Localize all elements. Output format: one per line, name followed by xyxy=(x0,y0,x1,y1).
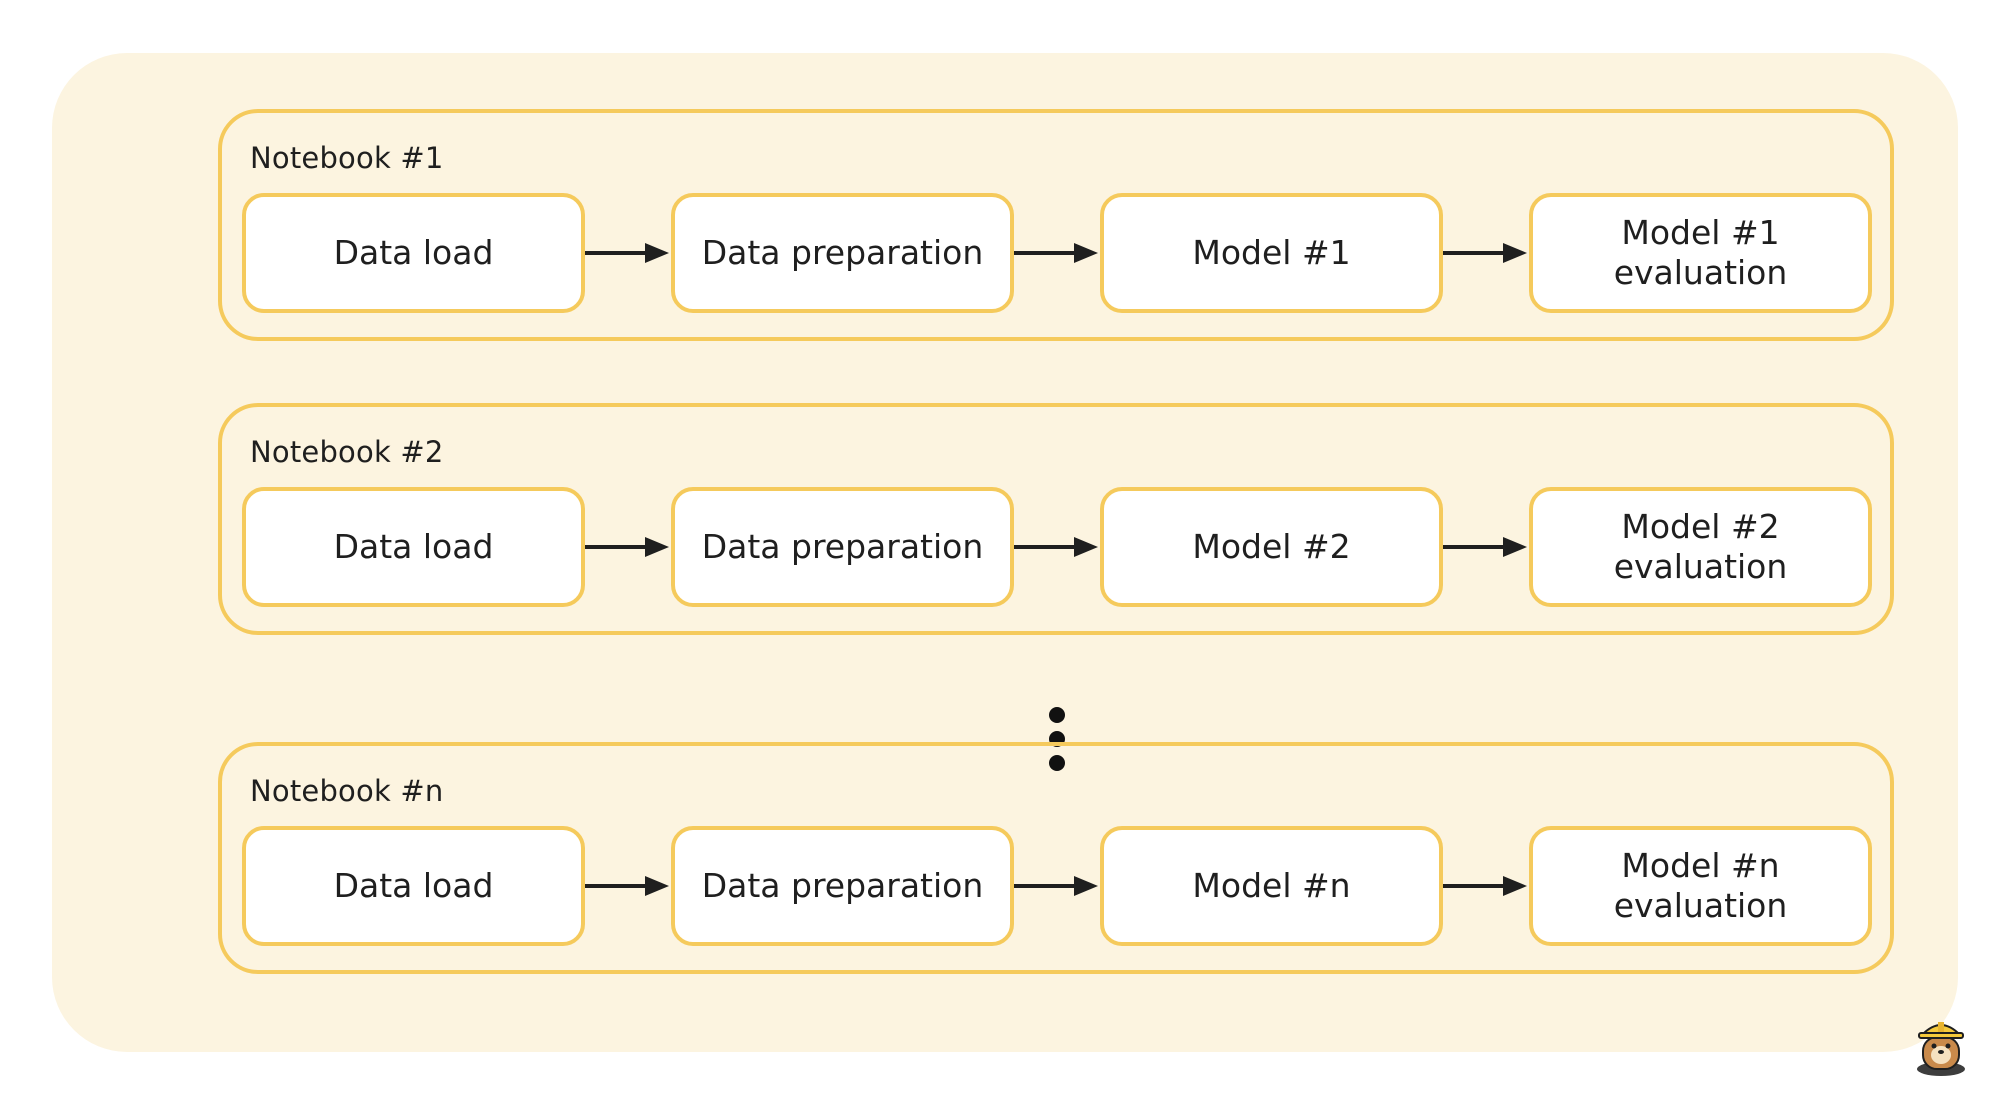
step-data-load: Data load xyxy=(242,487,585,607)
arrow-icon xyxy=(1443,243,1527,263)
step-model-evaluation: Model #2 evaluation xyxy=(1529,487,1872,607)
step-data-load: Data load xyxy=(242,826,585,946)
step-model: Model #n xyxy=(1100,826,1443,946)
step-model-evaluation: Model #n evaluation xyxy=(1529,826,1872,946)
step-data-preparation: Data preparation xyxy=(671,826,1014,946)
arrow-icon xyxy=(585,876,669,896)
arrow-icon xyxy=(1443,876,1527,896)
step-model-evaluation: Model #1 evaluation xyxy=(1529,193,1872,313)
notebook-title: Notebook #n xyxy=(250,774,444,808)
arrow-icon xyxy=(585,243,669,263)
diagram-canvas: Notebook #1 Data load Data preparation M… xyxy=(52,53,1965,1076)
arrow-icon xyxy=(585,537,669,557)
step-data-preparation: Data preparation xyxy=(671,487,1014,607)
mascot-icon xyxy=(1917,1022,1965,1076)
arrow-icon xyxy=(1014,876,1098,896)
arrow-icon xyxy=(1443,537,1527,557)
notebook-title: Notebook #2 xyxy=(250,435,444,469)
notebook-title: Notebook #1 xyxy=(250,141,444,175)
notebook-1: Notebook #1 Data load Data preparation M… xyxy=(218,109,1894,341)
step-model: Model #2 xyxy=(1100,487,1443,607)
notebook-2: Notebook #2 Data load Data preparation M… xyxy=(218,403,1894,635)
arrow-icon xyxy=(1014,537,1098,557)
step-data-load: Data load xyxy=(242,193,585,313)
arrow-icon xyxy=(1014,243,1098,263)
notebook-n: Notebook #n Data load Data preparation M… xyxy=(218,742,1894,974)
step-model: Model #1 xyxy=(1100,193,1443,313)
step-data-preparation: Data preparation xyxy=(671,193,1014,313)
